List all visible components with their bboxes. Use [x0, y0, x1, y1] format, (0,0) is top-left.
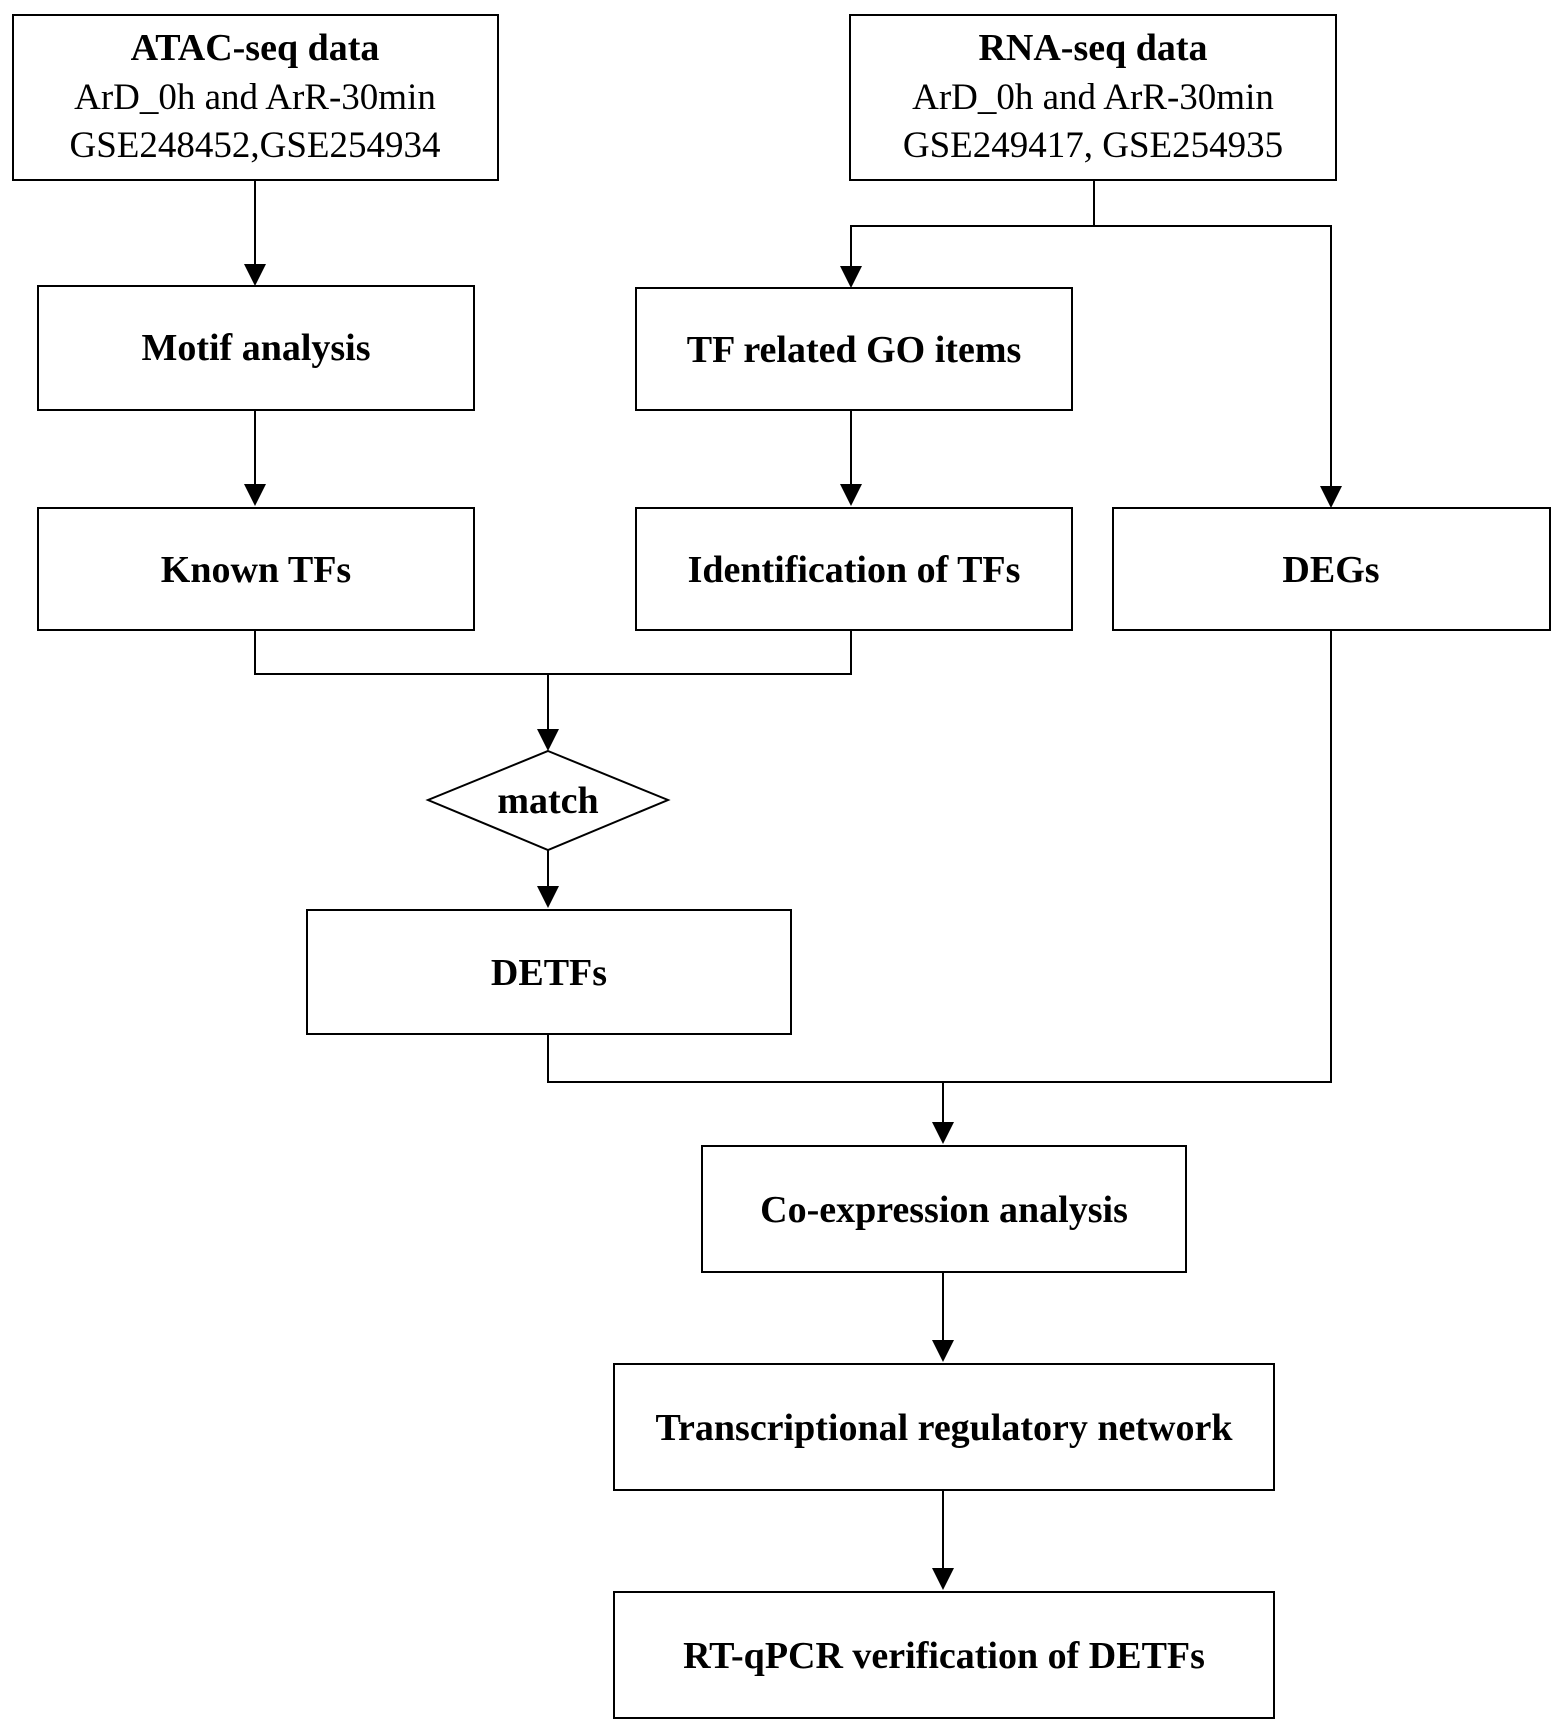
node-known-tfs: Known TFs	[37, 507, 475, 631]
node-rna-title: RNA-seq data	[978, 27, 1207, 69]
connectors	[254, 180, 1332, 1572]
arrowhead-tfgo	[840, 266, 862, 288]
node-coexpression-label: Co-expression analysis	[760, 1189, 1128, 1231]
node-rna-seq-data: RNA-seq data ArD_0h and ArR-30min GSE249…	[849, 14, 1337, 181]
node-identification-label: Identification of TFs	[688, 549, 1021, 591]
node-motif-box	[37, 285, 475, 411]
node-tfgo-label: TF related GO items	[687, 329, 1022, 371]
node-detfs-label: DETFs	[491, 952, 607, 994]
arrowhead-network	[932, 1340, 954, 1362]
arrowhead-detfs	[537, 886, 559, 908]
node-known-tfs-box	[37, 507, 475, 631]
node-network-label: Transcriptional regulatory network	[656, 1407, 1234, 1449]
arrowheads	[244, 264, 1342, 1590]
node-rna-line1: ArD_0h and ArR-30min	[912, 77, 1274, 118]
edge-known-tfs-join	[254, 630, 852, 675]
arrowhead-coexpression	[932, 1122, 954, 1144]
node-detfs: DETFs	[306, 909, 792, 1035]
node-motif-analysis: Motif analysis	[37, 285, 475, 411]
edge-detfs-join	[547, 630, 1332, 1083]
node-identification-box	[635, 507, 1073, 631]
node-rtqpcr-label: RT-qPCR verification of DETFs	[683, 1635, 1205, 1677]
arrowhead-degs	[1320, 486, 1342, 508]
node-rtqpcr-box	[613, 1591, 1275, 1719]
node-match: match	[425, 749, 671, 852]
arrowhead-motif	[244, 264, 266, 286]
node-rna-line2: GSE249417, GSE254935	[903, 125, 1283, 166]
node-identification-of-tfs: Identification of TFs	[635, 507, 1073, 631]
node-atac-line1: ArD_0h and ArR-30min	[74, 77, 436, 118]
node-degs: DEGs	[1112, 507, 1551, 631]
node-match-label: match	[497, 780, 598, 822]
edge-rna-split	[850, 180, 1095, 270]
node-rt-qpcr-verification: RT-qPCR verification of DETFs	[613, 1591, 1275, 1719]
node-atac-box	[12, 14, 499, 181]
arrowhead-match	[537, 729, 559, 751]
arrowhead-rtqpcr	[932, 1568, 954, 1590]
node-coexpression-analysis: Co-expression analysis	[701, 1145, 1187, 1273]
node-degs-box	[1112, 507, 1551, 631]
node-match-diamond	[425, 749, 671, 852]
node-coexpression-box	[701, 1145, 1187, 1273]
node-detfs-box	[306, 909, 792, 1035]
arrowhead-known-tfs	[244, 484, 266, 506]
edge-rna-to-degs	[1094, 225, 1332, 490]
node-degs-label: DEGs	[1282, 549, 1379, 591]
node-motif-label: Motif analysis	[141, 327, 370, 369]
node-network-box	[613, 1363, 1275, 1491]
node-tfgo-box	[635, 287, 1073, 411]
node-tf-related-go-items: TF related GO items	[635, 287, 1073, 411]
node-rna-box	[849, 14, 1337, 181]
node-atac-title: ATAC-seq data	[131, 27, 380, 69]
node-atac-line2: GSE248452,GSE254934	[69, 125, 440, 166]
node-atac-seq-data: ATAC-seq data ArD_0h and ArR-30min GSE24…	[12, 14, 499, 181]
node-known-tfs-label: Known TFs	[161, 549, 351, 591]
arrowhead-identification	[840, 484, 862, 506]
node-transcriptional-regulatory-network: Transcriptional regulatory network	[613, 1363, 1275, 1491]
